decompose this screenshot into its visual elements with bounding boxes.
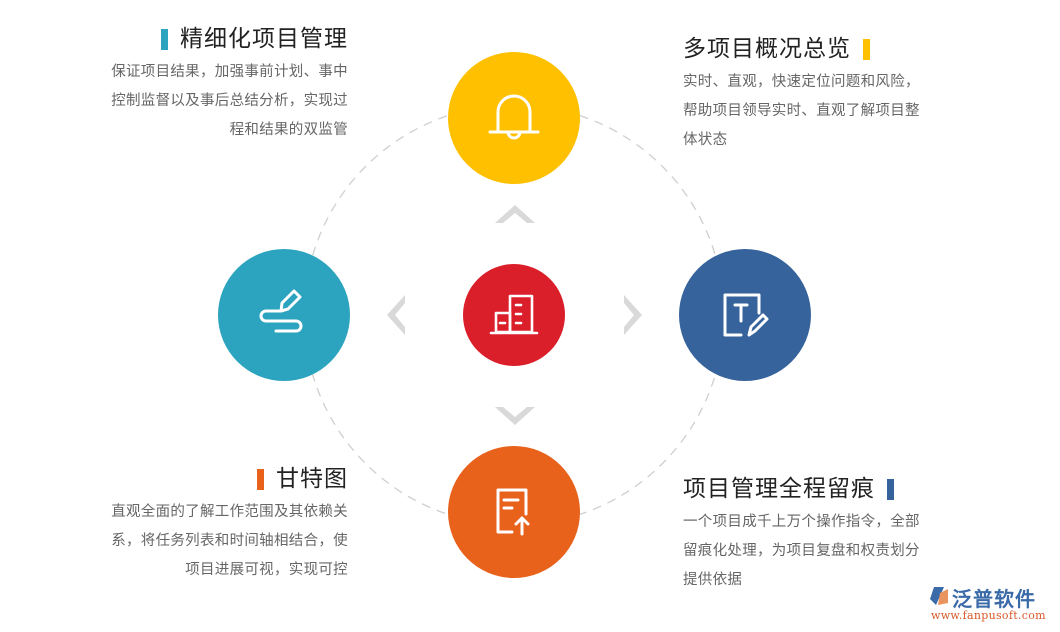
feature-gantt-chart: 甘特图 直观全面的了解工作范围及其依赖关 系，将任务列表和时间轴相结合，使 项目… bbox=[80, 464, 348, 585]
feature-title-text: 多项目概况总览 bbox=[683, 36, 851, 62]
center-node bbox=[463, 264, 565, 366]
bell-icon bbox=[488, 94, 540, 140]
feature-multi-project-overview: 多项目概况总览 实时、直观，快速定位问题和风险， 帮助项目领导实时、直观了解项目… bbox=[683, 34, 963, 155]
feature-title-text: 甘特图 bbox=[276, 466, 348, 492]
brand-logo[interactable]: 泛普软件 www.fanpusoft.com bbox=[928, 583, 1058, 628]
logo-mark-icon bbox=[930, 587, 948, 605]
pen-signature-icon bbox=[259, 289, 303, 333]
feature-title: 精细化项目管理 bbox=[80, 24, 348, 54]
feature-full-trace: 项目管理全程留痕 一个项目成千上万个操作指令，全部 留痕化处理，为项目复盘和权责… bbox=[683, 474, 963, 595]
accent-bar bbox=[887, 478, 894, 500]
feature-title-text: 精细化项目管理 bbox=[180, 26, 348, 52]
node-bottom bbox=[448, 446, 580, 578]
node-left bbox=[218, 249, 350, 381]
feature-title-text: 项目管理全程留痕 bbox=[683, 476, 875, 502]
feature-description: 保证项目结果，加强事前计划、事中 控制监督以及事后总结分析，实现过 程和结果的双… bbox=[111, 64, 348, 138]
buildings-icon bbox=[489, 294, 539, 335]
arrow-right-icon bbox=[624, 295, 642, 335]
arrow-down-icon bbox=[495, 407, 535, 425]
accent-bar bbox=[257, 468, 264, 490]
feature-description: 直观全面的了解工作范围及其依赖关 系，将任务列表和时间轴相结合，使 项目进展可视… bbox=[111, 504, 348, 578]
node-right bbox=[679, 249, 811, 381]
feature-fine-management: 精细化项目管理 保证项目结果，加强事前计划、事中 控制监督以及事后总结分析，实现… bbox=[80, 24, 348, 145]
feature-title: 多项目概况总览 bbox=[683, 34, 963, 64]
logo-name: 泛普软件 bbox=[952, 587, 1036, 611]
feature-description: 实时、直观，快速定位问题和风险， 帮助项目领导实时、直观了解项目整 体状态 bbox=[683, 74, 920, 148]
accent-bar bbox=[161, 28, 168, 50]
logo-url[interactable]: www.fanpusoft.com bbox=[931, 609, 1046, 622]
accent-bar bbox=[863, 38, 870, 60]
arrow-up-icon bbox=[495, 205, 535, 223]
feature-title: 甘特图 bbox=[80, 464, 348, 494]
text-edit-icon bbox=[723, 293, 769, 337]
node-top bbox=[448, 52, 580, 184]
document-upload-icon bbox=[496, 488, 530, 536]
feature-description: 一个项目成千上万个操作指令，全部 留痕化处理，为项目复盘和权责划分 提供依据 bbox=[683, 514, 920, 588]
arrow-left-icon bbox=[387, 295, 405, 335]
feature-title: 项目管理全程留痕 bbox=[683, 474, 963, 504]
